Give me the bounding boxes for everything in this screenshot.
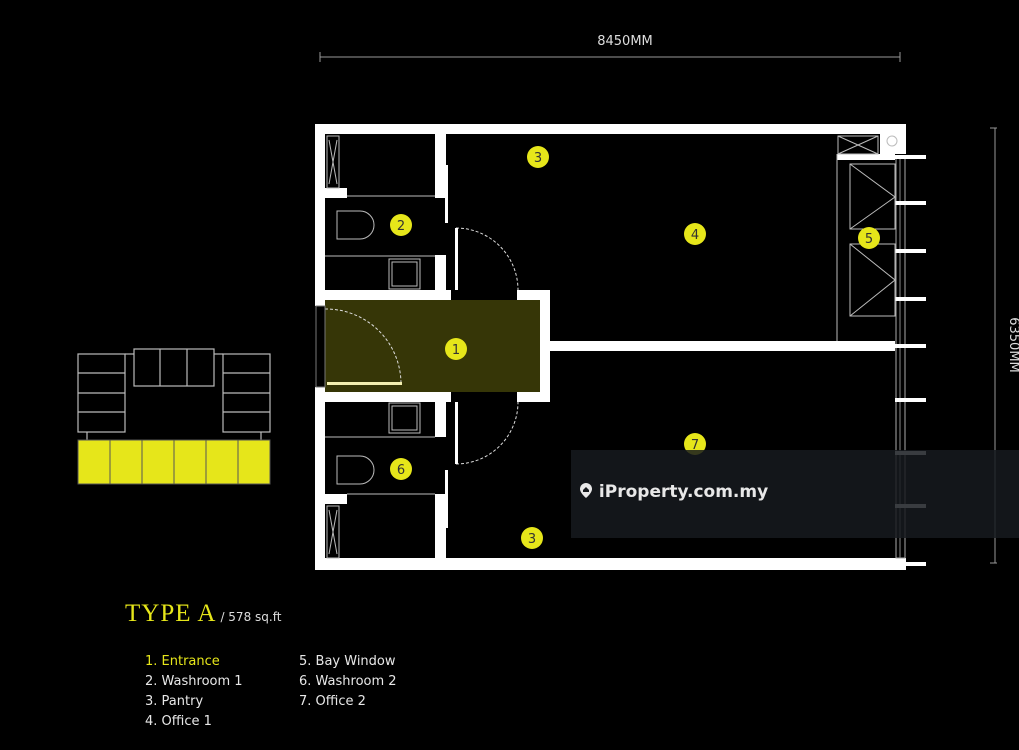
marker-6: 6 [390,458,412,480]
legend-column-2: 5. Bay Window 6. Washroom 2 7. Office 2 [299,652,397,712]
svg-text:4: 4 [691,228,699,243]
width-dimension-label: 8450MM [597,34,653,49]
key-plan [77,348,271,440]
marker-3-top: 3 [527,146,549,168]
marker-7: 7 [684,433,706,455]
entrance-door-opening [315,305,326,388]
marker-5: 5 [858,227,880,249]
depth-dimension-label: 6350MM [1006,317,1019,373]
width-dimension [319,52,901,62]
svg-text:3: 3 [528,532,536,547]
legend-item: 3. Pantry [145,694,204,709]
entrance-area [325,300,540,392]
legend-item: 5. Bay Window [299,654,396,669]
map-pin-icon [580,483,592,498]
marker-2: 2 [390,214,412,236]
svg-text:2: 2 [397,219,405,234]
watermark: iProperty.com.my [571,450,1019,538]
marker-1: 1 [445,338,467,360]
unit-type-title: TYPE A/ 578 sq.ft [125,600,281,628]
door-leaves [327,165,458,528]
legend-item: 2. Washroom 1 [145,674,243,689]
legend-item: 1. Entrance [145,654,220,669]
legend-item: 6. Washroom 2 [299,674,397,689]
unit-area: / 578 sq.ft [220,610,282,624]
room-markers: 1 2 3 4 5 6 7 3 [390,146,880,549]
marker-3-bottom: 3 [521,527,543,549]
svg-text:1: 1 [452,343,460,358]
marker-4: 4 [684,223,706,245]
bay-window [895,155,926,566]
doors [324,227,519,465]
svg-text:3: 3 [534,151,542,166]
unit-type: TYPE A [125,600,217,627]
fixtures [325,135,898,559]
svg-text:7: 7 [691,438,699,453]
walls [315,124,906,570]
legend-item: 7. Office 2 [299,694,366,709]
key-plan-highlight [77,439,271,485]
watermark-text: iProperty.com.my [598,482,769,502]
legend-column-1: 1. Entrance 2. Washroom 1 3. Pantry 4. O… [145,652,243,732]
svg-text:6: 6 [397,463,405,478]
legend-item: 4. Office 1 [145,714,212,729]
svg-text:5: 5 [865,232,873,247]
